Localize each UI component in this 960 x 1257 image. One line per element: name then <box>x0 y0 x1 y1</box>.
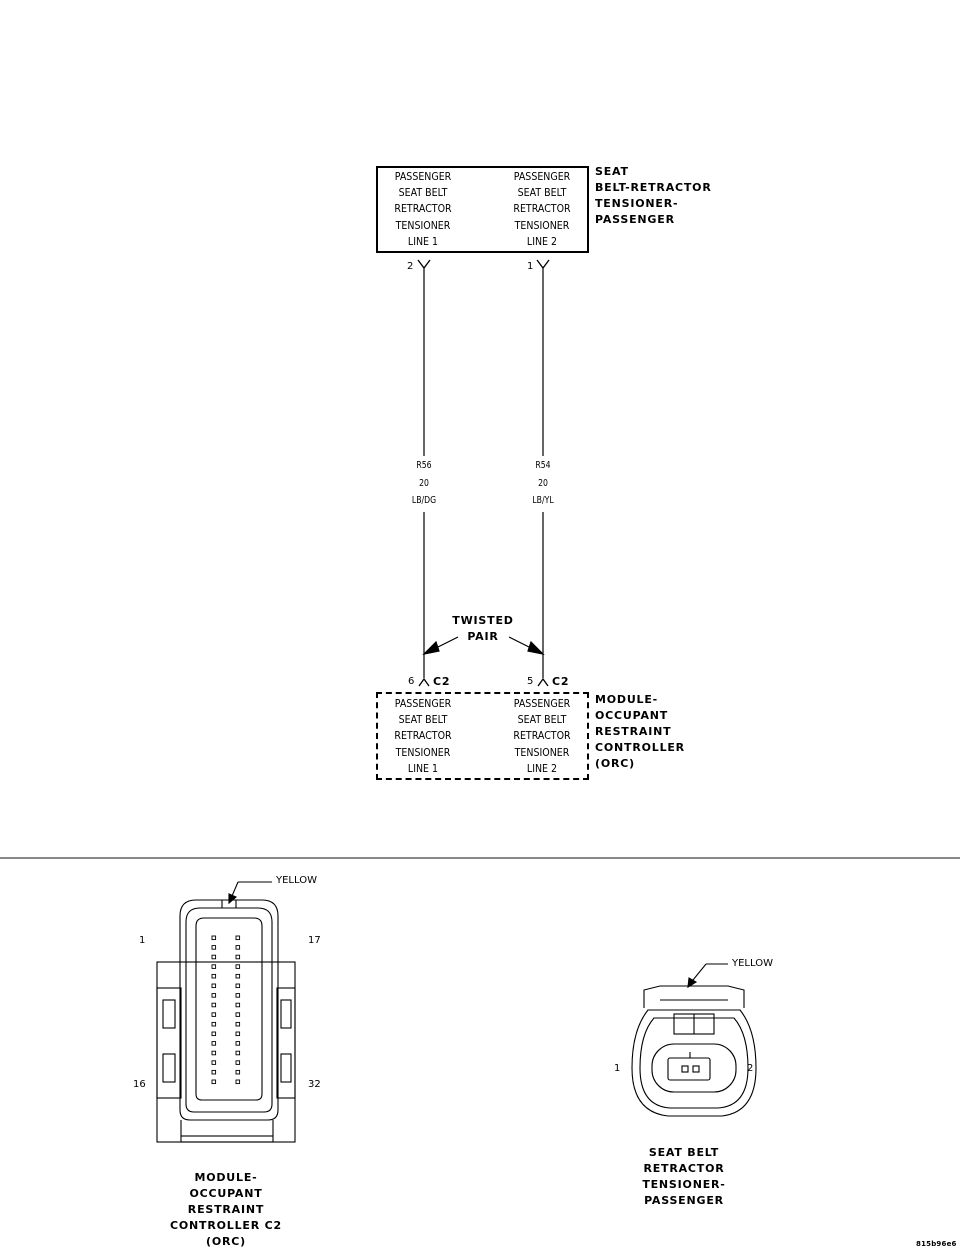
top-box-left-text: PASSENGER SEAT BELT RETRACTOR TENSIONER … <box>394 170 452 248</box>
c2-pin-cavity <box>235 1069 241 1075</box>
c2-pin-cavity <box>211 1050 217 1056</box>
c2-pin-cavity <box>211 973 217 979</box>
top-pin-right: 1 <box>527 261 534 272</box>
orc-connector-right: C2 <box>552 675 570 688</box>
orc-component-box <box>376 692 589 780</box>
connector-c2-drawing <box>156 881 296 1143</box>
bottom-left-pin-symbol <box>418 677 430 687</box>
c2-pin-cavity <box>211 983 217 989</box>
c2-pin-cavity <box>211 1060 217 1065</box>
c2-pin-1: 1 <box>139 935 146 946</box>
twisted-arrow-right-head <box>527 640 545 655</box>
c2-pin-cavity <box>211 935 217 941</box>
tensioner-component-box <box>376 166 589 253</box>
connector-tensioner-drawing <box>631 963 757 1117</box>
top-right-pin-symbol <box>536 259 550 270</box>
c2-pin-cavity <box>235 1031 241 1037</box>
tensioner-color-label: YELLOW <box>732 958 773 969</box>
c2-pin-cavity <box>211 1021 217 1027</box>
c2-pin-cavity <box>211 945 217 950</box>
c2-pin-cavity <box>235 954 241 960</box>
c2-pin-cavity <box>235 1002 241 1008</box>
orc-connector-left: C2 <box>433 675 451 688</box>
c2-pin-cavity <box>235 1041 241 1046</box>
twisted-pair-label: TWISTED PAIR <box>452 614 514 643</box>
c2-pin-cavity <box>211 1031 217 1037</box>
orc-pin-right: 5 <box>527 676 534 687</box>
c2-pin-cavity <box>235 973 241 979</box>
orc-box-left-text: PASSENGER SEAT BELT RETRACTOR TENSIONER … <box>394 697 452 775</box>
top-component-label: SEAT BELT-RETRACTOR TENSIONER- PASSENGER <box>595 165 712 226</box>
c2-pin-cavity <box>235 1012 241 1017</box>
c2-pin-cavity <box>211 1012 217 1017</box>
c2-connector-caption: MODULE- OCCUPANT RESTRAINT CONTROLLER C2… <box>170 1171 282 1248</box>
c2-pin-cavity <box>211 1002 217 1008</box>
c2-pin-cavity <box>235 1079 241 1085</box>
bottom-right-pin-symbol <box>537 677 549 687</box>
c2-pin-cavity <box>235 1050 241 1056</box>
orc-box-right-text: PASSENGER SEAT BELT RETRACTOR TENSIONER … <box>513 697 571 775</box>
c2-pin-cavity <box>211 1041 217 1046</box>
c2-pin-cavity <box>235 1021 241 1027</box>
c2-pin-cavity <box>211 1079 217 1085</box>
c2-pin-cavity <box>235 935 241 941</box>
c2-pin-cavity <box>235 1060 241 1065</box>
c2-pin-cavity <box>211 1069 217 1075</box>
c2-pin-cavity <box>235 964 241 969</box>
top-box-right-text: PASSENGER SEAT BELT RETRACTOR TENSIONER … <box>513 170 571 248</box>
top-pin-left: 2 <box>407 261 414 272</box>
c2-pin-cavity <box>235 993 241 998</box>
figure-id: 815b96e6 <box>916 1240 957 1248</box>
wire-left-label: R56 20 LB/DG <box>411 460 437 506</box>
c2-pin-32: 32 <box>308 1079 321 1090</box>
c2-pin-cavity <box>211 993 217 998</box>
c2-pin-cavity <box>211 954 217 960</box>
c2-color-label: YELLOW <box>276 875 317 886</box>
c2-pin-cavity <box>235 945 241 950</box>
c2-pin-16: 16 <box>133 1079 146 1090</box>
twisted-arrow-left-head <box>422 640 440 655</box>
c2-pin-17: 17 <box>308 935 321 946</box>
connector-c2-pins <box>211 935 241 1085</box>
tensioner-pin-2: 2 <box>747 1063 754 1074</box>
c2-pin-cavity <box>211 964 217 969</box>
orc-pin-left: 6 <box>408 676 415 687</box>
c2-pin-cavity <box>235 983 241 989</box>
top-left-pin-symbol <box>417 259 431 270</box>
tensioner-pin-1: 1 <box>614 1063 621 1074</box>
orc-component-label: MODULE- OCCUPANT RESTRAINT CONTROLLER (O… <box>595 693 685 770</box>
tensioner-connector-caption: SEAT BELT RETRACTOR TENSIONER- PASSENGER <box>642 1146 726 1207</box>
wire-right-label: R54 20 LB/YL <box>532 460 554 506</box>
